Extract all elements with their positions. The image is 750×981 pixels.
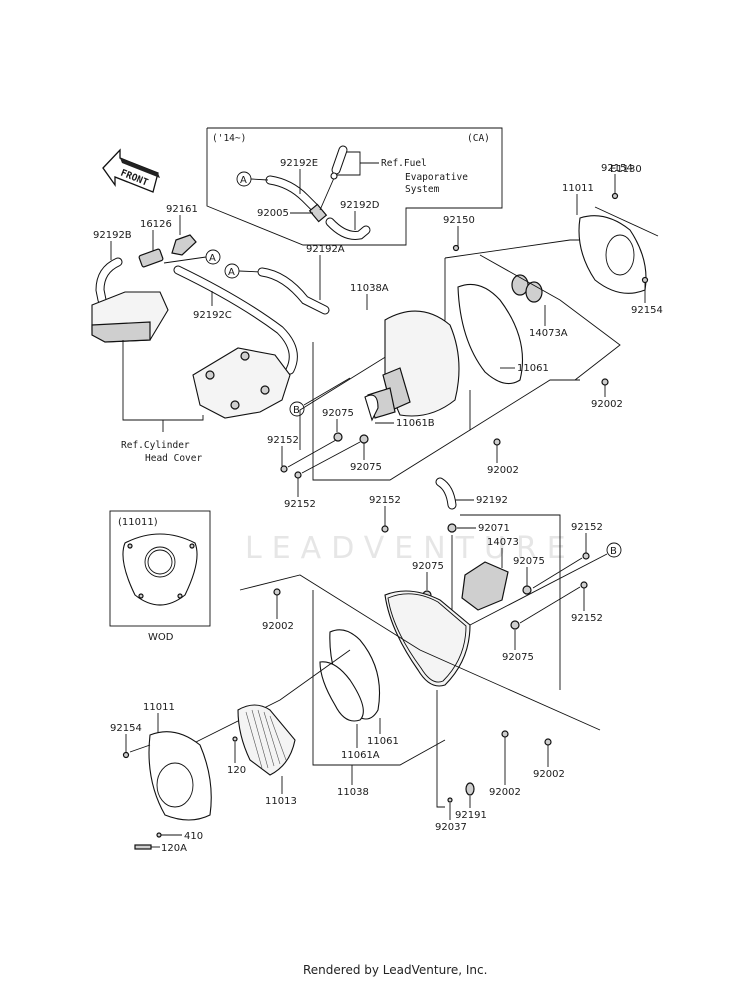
part-label: 92075 [322,408,354,419]
middle-fasteners: 92075 92075 92152 92152 92002 [267,408,519,510]
part-label: 92002 [487,465,519,476]
part-label: 92071 [478,523,510,534]
part-label: 92075 [502,652,534,663]
part-label: 92075 [350,462,382,473]
part-label: 120A [161,843,187,854]
part-label: 92002 [489,787,521,798]
part-label: 92002 [262,621,294,632]
watermark: LEADVENTURE [245,531,576,566]
part-label: 92192C [193,310,232,321]
part-label: 92154 [631,305,663,316]
upper-cover-group: 11011 92154 92154 92002 [562,163,663,410]
part-label: 11061 [367,736,399,747]
part-label: 11011 [143,702,175,713]
inset-wod-part: (11011) [118,517,158,528]
inset-ca-region: (CA) [467,133,490,144]
ref-fuel-line1: Ref.Fuel [381,158,427,169]
ref-cylinder-line1: Ref.Cylinder [121,440,190,451]
diagram-code: E1130 [610,164,642,175]
part-label: 92037 [435,822,467,833]
inset-wod-caption: WOD [148,632,174,643]
part-label: 92152 [369,495,401,506]
part-label: 92152 [267,435,299,446]
part-label: 11038A [350,283,389,294]
part-label: 11061A [341,750,380,761]
part-label: 92191 [455,810,487,821]
inset-wod: (11011) WOD [109,510,211,643]
part-label: 92002 [591,399,623,410]
part-label: 92192A [306,244,345,255]
lower-air-cleaner-assembly: 92152 92192 92071 14073 92075 92075 9207… [179,477,622,833]
ref-fuel-line3: System [405,184,440,195]
air-suction-valve-group: 92161 16126 92192B A A 92192A 92192C Ref… [91,204,345,464]
part-label: 11061 [517,363,549,374]
part-label: 92075 [412,561,444,572]
svg-text:B: B [610,546,617,557]
ref-cylinder-line2: Head Cover [145,453,202,464]
part-label: 16126 [140,219,172,230]
part-label: 92192D [340,200,380,211]
callout-a: A [209,253,216,264]
part-label: 11061B [396,418,435,429]
ref-fuel-line2: Evaporative [405,172,468,183]
part-label: 120 [227,765,246,776]
inset-ca-year: ('14~) [212,133,246,144]
callout-a: A [228,267,235,278]
front-arrow-icon: FRONT [102,148,160,193]
part-label: 11038 [337,787,369,798]
part-label: 92150 [443,215,475,226]
part-label: 92152 [571,522,603,533]
part-label: 92192 [476,495,508,506]
lower-cover-group: 11013 120 11011 92154 410 120A [110,702,297,854]
footer-credit: Rendered by LeadVenture, Inc. [303,963,487,977]
part-label: 14073A [529,328,568,339]
part-label: 92154 [601,163,633,174]
part-label: 92002 [533,769,565,780]
part-label: 92161 [166,204,198,215]
part-label: 92192B [93,230,132,241]
part-label: 92005 [257,208,289,219]
inset-ca-evap: ('14~) (CA) Ref.Fuel Evaporative System … [206,127,503,246]
part-label: 92154 [110,723,142,734]
upper-air-cleaner-assembly: 92150 11038A 11061 14073A 11061B B [289,215,630,481]
part-label: 14073 [487,537,519,548]
part-label: 92192E [280,158,318,169]
part-label: 11011 [562,183,594,194]
svg-text:A: A [240,175,247,186]
part-label: 11013 [265,796,297,807]
callout-b [606,542,622,558]
part-label: 92075 [513,556,545,567]
part-label: 92152 [284,499,316,510]
part-label: 92152 [571,613,603,624]
callout-b [289,401,305,417]
part-label: 410 [184,831,203,842]
svg-text:B: B [293,405,300,416]
